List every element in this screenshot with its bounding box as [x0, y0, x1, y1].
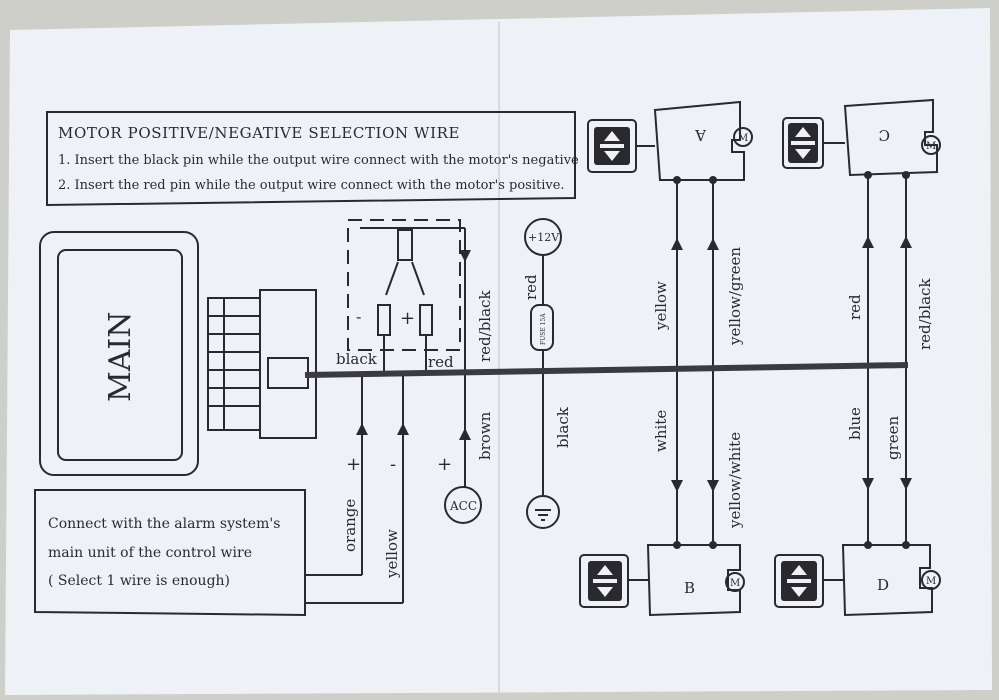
harness-plug: [259, 289, 317, 439]
arrow-a-yellow-green: [707, 238, 719, 250]
brown-plus-sign: +: [437, 454, 452, 475]
alarm-line-2: main unit of the control wire: [48, 545, 252, 561]
actuator-c-body: [843, 98, 938, 177]
motor-a-symbol: M: [738, 133, 748, 144]
wire-label-d-green: green: [884, 415, 902, 460]
wire-label-b-yellow-white: yellow/white: [726, 432, 744, 529]
motor-b-symbol: M: [730, 578, 740, 589]
motor-c-symbol: M: [926, 141, 936, 152]
wire-label-a-yellow-green: yellow/green: [726, 247, 744, 346]
motor-d-symbol: M: [926, 576, 936, 587]
power-black-label: black: [554, 406, 572, 448]
arrow-b-yellow-white: [707, 480, 719, 492]
selection-line-1: 1. Insert the black pin while the output…: [58, 153, 579, 168]
orange-plus-sign: +: [346, 454, 361, 475]
wire-label-yellow: yellow: [383, 529, 401, 579]
selection-box-frame: [46, 111, 576, 207]
actuator-b-label: B: [684, 579, 695, 597]
wire-label-a-yellow: yellow: [652, 281, 670, 331]
actuator-d-label: D: [877, 576, 889, 594]
main-harness-wire: [304, 362, 909, 378]
main-unit-outer: [39, 231, 199, 476]
actuator-a-label: A: [695, 126, 707, 144]
wire-label-orange: orange: [341, 499, 359, 552]
wire-label-b-white: white: [652, 410, 670, 452]
alarm-line-3: ( Select 1 wire is enough): [48, 573, 230, 589]
power-red-label: red: [522, 274, 540, 300]
actuator-c-motor: [921, 135, 941, 155]
main-unit-inner: [57, 249, 183, 461]
pin-selector-box: [347, 219, 461, 351]
wire-label-red: red: [428, 353, 454, 371]
actuator-d-motor: [921, 570, 941, 590]
selector-pin: [397, 229, 413, 261]
actuator-d-body: [841, 544, 933, 617]
actuator-a-motor: [733, 127, 753, 147]
selection-title: MOTOR POSITIVE/NEGATIVE SELECTION WIRE: [58, 124, 460, 142]
acc-terminal: [444, 486, 482, 524]
selection-line-2: 2. Insert the red pin while the output w…: [58, 178, 565, 193]
actuator-a-body: [653, 100, 745, 181]
acc-label: ACC: [449, 499, 477, 513]
arrow-d-blue: [862, 478, 874, 490]
wire-label-c-red-black: red/black: [916, 278, 934, 350]
arrow-c-red: [862, 236, 874, 248]
wire-label-brown: brown: [476, 411, 494, 460]
actuator-c-label: C: [879, 126, 890, 144]
arrow-yellow: [397, 423, 409, 435]
arrow-b-white: [671, 480, 683, 492]
ground-symbol: [526, 495, 560, 529]
arrow-c-red-black: [900, 236, 912, 248]
actuator-b-body: [646, 544, 741, 617]
v12-label: +12V: [528, 231, 560, 244]
pin-plus-label: +: [400, 308, 415, 329]
wire-label-d-blue: blue: [846, 407, 864, 440]
arrow-brown: [459, 428, 471, 440]
wire-label-black: black: [336, 350, 378, 368]
yellow-minus-sign: -: [390, 454, 396, 475]
arrow-a-yellow: [671, 238, 683, 250]
arrow-orange: [356, 423, 368, 435]
fuse-label: FUSE 15A: [540, 313, 547, 345]
wire-label-red-black: red/black: [476, 290, 494, 362]
alarm-box-frame: [34, 489, 306, 617]
main-unit-label: MAIN: [103, 312, 138, 402]
arrow-d-green: [900, 478, 912, 490]
arrow-red-black: [459, 250, 471, 262]
pin-minus-label: -: [356, 307, 361, 326]
alarm-line-1: Connect with the alarm system's: [48, 516, 280, 532]
actuator-b-motor: [725, 572, 745, 592]
wire-label-c-red: red: [846, 294, 864, 320]
